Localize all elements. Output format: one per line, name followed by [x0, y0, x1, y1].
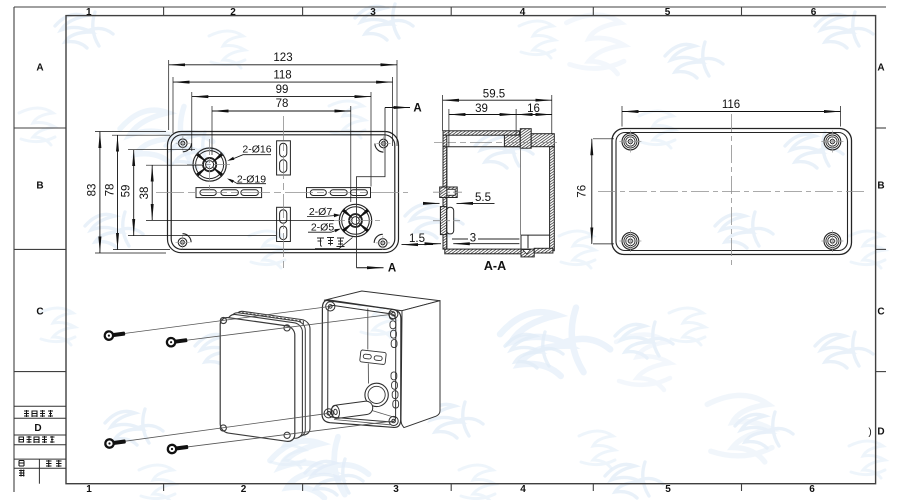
- svg-text:2-Ø5: 2-Ø5: [311, 222, 335, 234]
- svg-text:B: B: [36, 181, 43, 192]
- svg-text:99: 99: [276, 84, 289, 96]
- svg-text:39: 39: [475, 103, 488, 115]
- svg-text:B: B: [877, 181, 884, 192]
- svg-text:A: A: [388, 262, 396, 274]
- svg-text:): ): [868, 427, 871, 438]
- svg-text:2: 2: [241, 484, 247, 495]
- svg-text:6: 6: [811, 7, 817, 18]
- svg-text:38: 38: [139, 187, 151, 200]
- svg-text:4: 4: [520, 7, 526, 18]
- svg-text:A: A: [877, 63, 884, 74]
- svg-text:16: 16: [527, 103, 540, 115]
- svg-text:78: 78: [104, 184, 116, 197]
- svg-text:59.5: 59.5: [483, 89, 505, 101]
- svg-text:123: 123: [273, 52, 292, 64]
- svg-text:2-Ø7: 2-Ø7: [309, 206, 333, 218]
- svg-text:76: 76: [577, 185, 589, 198]
- svg-text:D: D: [877, 427, 884, 438]
- svg-text:1: 1: [86, 7, 92, 18]
- svg-text:83: 83: [87, 184, 99, 197]
- svg-text:3: 3: [370, 7, 376, 18]
- svg-text:C: C: [877, 307, 884, 318]
- svg-text:5: 5: [665, 484, 671, 495]
- svg-text:3: 3: [393, 484, 399, 495]
- svg-text:5: 5: [665, 7, 671, 18]
- svg-text:118: 118: [273, 69, 291, 81]
- svg-text:1.5: 1.5: [409, 233, 425, 245]
- svg-text:5.5: 5.5: [475, 192, 491, 204]
- svg-text:59: 59: [121, 185, 133, 198]
- svg-text:D: D: [34, 423, 41, 434]
- svg-text:78: 78: [276, 98, 289, 110]
- svg-text:A: A: [413, 102, 421, 114]
- svg-text:2: 2: [230, 7, 236, 18]
- svg-text:4: 4: [520, 484, 526, 495]
- svg-text:3: 3: [470, 233, 476, 245]
- svg-text:1: 1: [86, 484, 92, 495]
- svg-text:2-Ø16: 2-Ø16: [242, 144, 271, 156]
- svg-text:2-Ø19: 2-Ø19: [237, 173, 266, 185]
- svg-text:A-A: A-A: [484, 259, 506, 273]
- svg-text:6: 6: [809, 484, 815, 495]
- svg-text:C: C: [36, 307, 43, 318]
- svg-text:A: A: [36, 63, 43, 74]
- svg-text:116: 116: [722, 99, 740, 111]
